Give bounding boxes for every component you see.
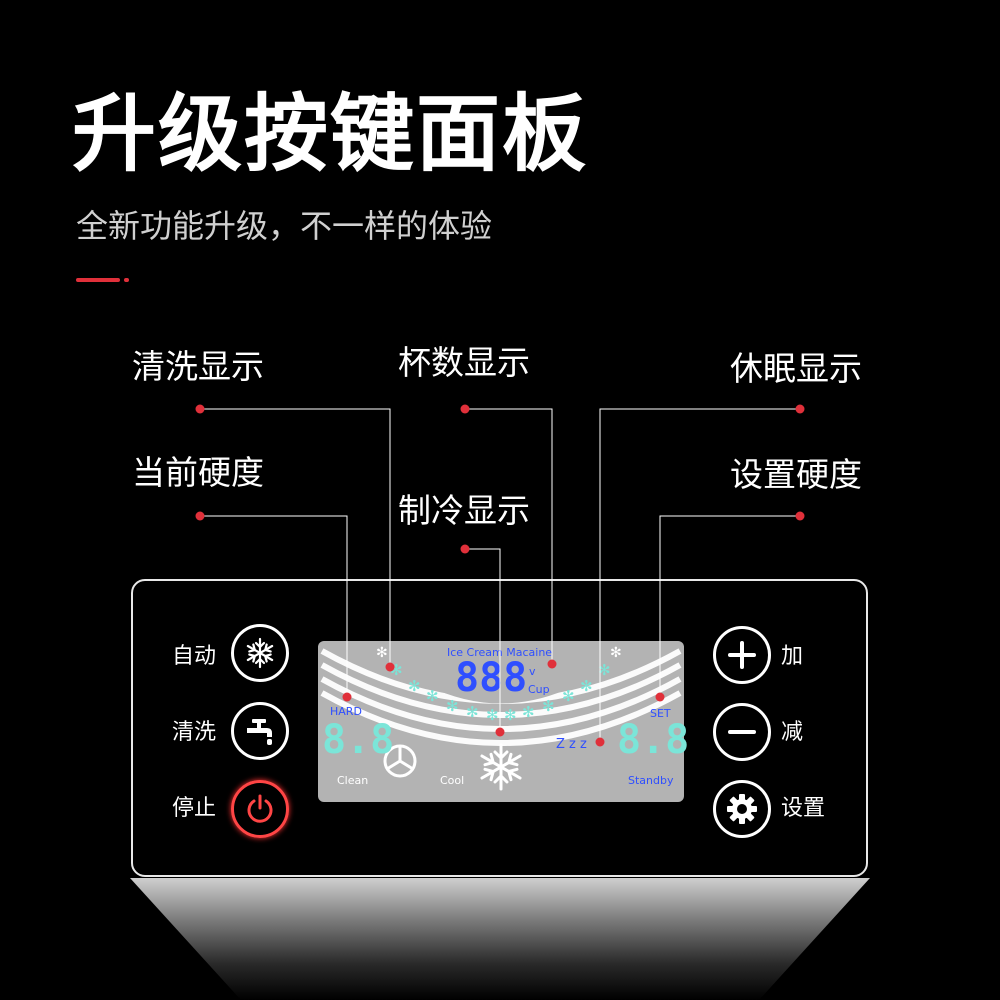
- callout-current-hardness: 当前硬度: [132, 453, 264, 492]
- svg-text:✻: ✻: [522, 703, 535, 721]
- settings-button[interactable]: [713, 780, 771, 838]
- snowflake-icon: [244, 637, 276, 669]
- callout-sleep-display: 休眠显示: [730, 349, 862, 388]
- stop-button[interactable]: [231, 780, 289, 838]
- svg-text:✻: ✻: [580, 677, 593, 695]
- faucet-icon: [247, 719, 272, 745]
- lcd-current-hardness-digits: 8.8: [322, 717, 395, 763]
- minus-button[interactable]: [713, 703, 771, 761]
- plus-label: 加: [781, 644, 804, 669]
- accent-bar: [76, 278, 120, 282]
- power-icon: [247, 794, 273, 823]
- lcd-arc-graphics: ✻ ✻ ✻ ✻ ✻ ✻ ✻ ✻ ✻ ✻ ✻ ✻ ✻ ✻: [320, 641, 682, 791]
- plus-icon: [728, 641, 756, 669]
- lcd-cup-unit: Cup: [528, 683, 550, 696]
- settings-label: 设置: [781, 796, 826, 821]
- lcd-cool-label: Cool: [440, 774, 465, 787]
- svg-text:✻: ✻: [376, 645, 388, 661]
- auto-button[interactable]: [231, 624, 289, 682]
- stop-label: 停止: [172, 796, 217, 821]
- lcd-set-label: SET: [650, 707, 671, 720]
- svg-text:✻: ✻: [446, 697, 459, 715]
- lcd-clean-label: Clean: [337, 774, 369, 787]
- svg-text:✻: ✻: [408, 677, 421, 695]
- clean-label: 清洗: [172, 720, 217, 745]
- callout-cup-display: 杯数显示: [398, 343, 530, 382]
- gear-icon: [727, 794, 757, 824]
- svg-text:✻: ✻: [466, 703, 479, 721]
- lcd-v-mark: v: [529, 665, 536, 678]
- svg-text:✻: ✻: [542, 697, 555, 715]
- page-title: 升级按键面板: [72, 85, 589, 183]
- callout-set-hardness: 设置硬度: [730, 455, 862, 494]
- lcd-sleep-marks: Z z z: [556, 737, 587, 752]
- device-stand: [130, 878, 870, 1000]
- svg-text:✻: ✻: [486, 706, 499, 724]
- svg-text:✻: ✻: [426, 687, 439, 705]
- lcd-standby-label: Standby: [628, 774, 674, 787]
- minus-icon: [728, 730, 756, 734]
- callout-cooling-display: 制冷显示: [398, 491, 530, 530]
- minus-label: 减: [781, 720, 804, 745]
- plus-button[interactable]: [713, 626, 771, 684]
- callout-clean-display: 清洗显示: [132, 347, 264, 386]
- auto-label: 自动: [172, 644, 217, 669]
- svg-text:✻: ✻: [562, 687, 575, 705]
- svg-text:✻: ✻: [504, 706, 517, 724]
- lcd-hard-label: HARD: [330, 705, 362, 718]
- svg-text:✻: ✻: [610, 645, 622, 661]
- clean-button[interactable]: [231, 702, 289, 760]
- lcd-cup-digits: 888: [455, 655, 528, 701]
- svg-text:✻: ✻: [598, 661, 611, 679]
- accent-dot: [124, 278, 129, 282]
- lcd-set-hardness-digits: 8.8: [617, 717, 690, 763]
- page-subtitle: 全新功能升级，不一样的体验: [76, 207, 493, 245]
- lcd-display: ✻ ✻ ✻ ✻ ✻ ✻ ✻ ✻ ✻ ✻ ✻ ✻ ✻ ✻: [318, 641, 684, 802]
